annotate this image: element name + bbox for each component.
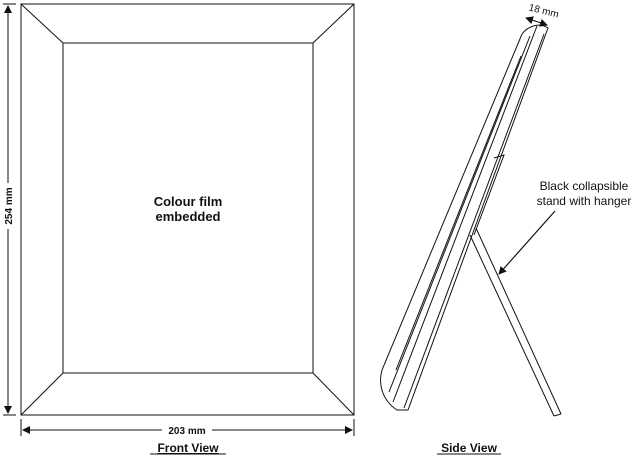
side-view-caption: Side View: [441, 441, 497, 455]
side-frame-inner-line-1: [392, 25, 538, 403]
stand-leg-outer: [475, 227, 562, 415]
front-view-caption: Front View: [157, 441, 219, 455]
depth-dimension-line: [525, 16, 548, 27]
front-view: [20, 3, 355, 416]
frame-bevel-bottom-right: [312, 372, 355, 416]
width-dimension: 203 mm: [20, 419, 355, 437]
frame-bevel-top-right: [312, 3, 355, 44]
side-frame-back-edge: [403, 33, 545, 409]
side-view: [380, 24, 562, 417]
side-frame-inner-line-3: [395, 55, 522, 371]
frame-bevel-top-left: [20, 3, 64, 44]
frame-outer-border: [20, 3, 355, 416]
side-frame-inner-line-2: [388, 35, 531, 393]
stand-foot: [553, 413, 562, 417]
stand-label-line1: Black collapsible: [540, 179, 629, 193]
depth-dimension: 18 mm: [525, 3, 560, 27]
stand-leg-inner: [469, 234, 555, 417]
depth-label: 18 mm: [527, 3, 559, 21]
side-frame-outline: [380, 24, 549, 411]
frame-bevel-bottom-left: [20, 372, 64, 416]
stand-callout-arrow: [498, 210, 556, 275]
stand-mount: [473, 154, 505, 236]
height-label: 254 mm: [4, 187, 15, 224]
frame-inner-border: [62, 42, 314, 374]
center-label-line1: Colour film: [154, 194, 223, 209]
width-label: 203 mm: [168, 426, 205, 437]
height-dimension: 254 mm: [1, 3, 16, 416]
center-label-line2: embedded: [155, 209, 220, 224]
stand-label-line2: stand with hanger: [537, 194, 632, 208]
